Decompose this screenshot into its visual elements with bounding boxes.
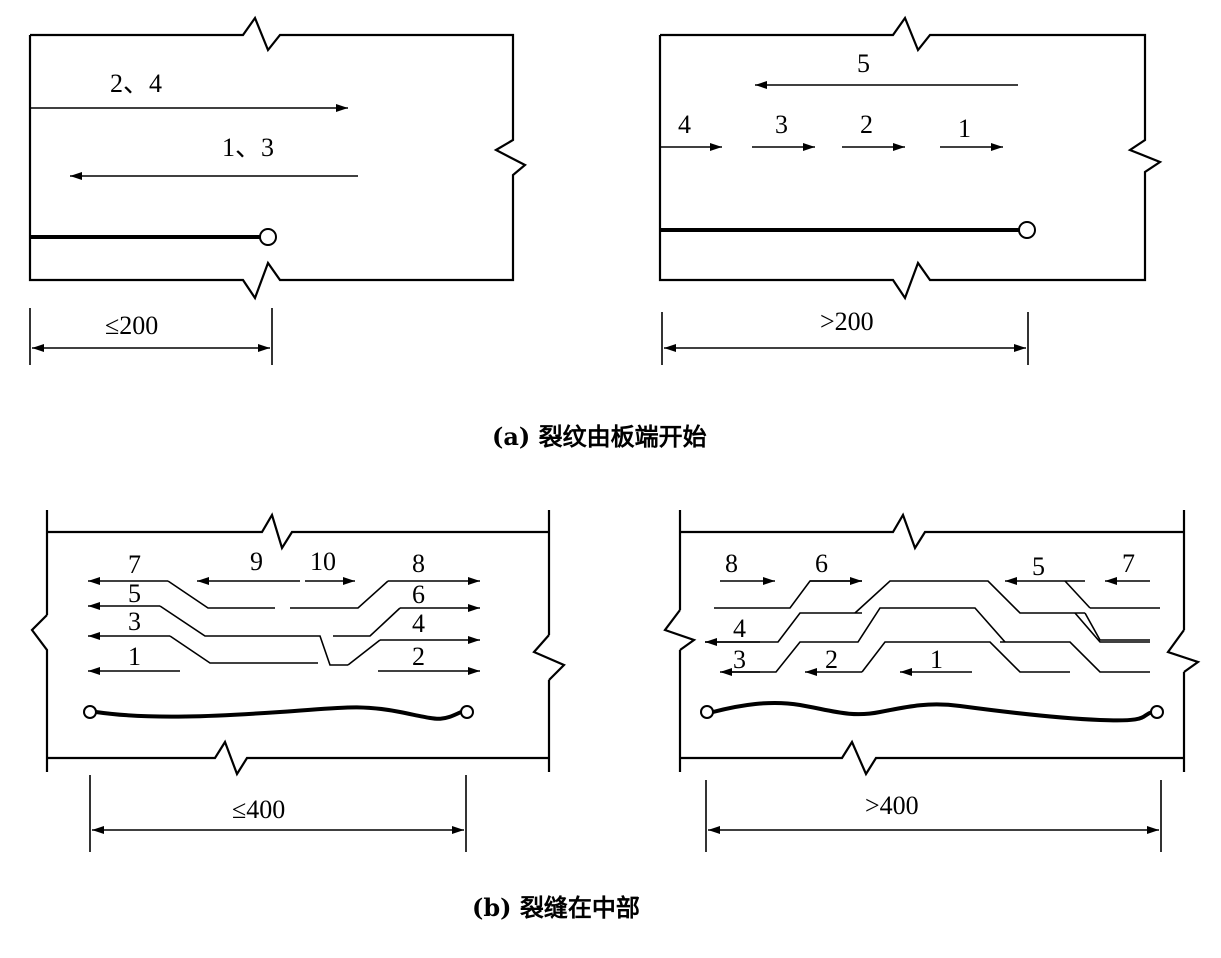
pass-label: 8 xyxy=(725,549,738,578)
plate-bottom-edge xyxy=(680,739,1184,777)
pass-label: 6 xyxy=(815,549,828,578)
break-mark xyxy=(30,614,49,664)
pass-label: 2 xyxy=(860,110,873,139)
pass-label: 2、4 xyxy=(110,69,162,98)
weld-pass-path xyxy=(159,605,348,666)
plate-bottom-edge xyxy=(47,739,549,777)
break-mark xyxy=(663,609,697,651)
crack-end-hole xyxy=(1018,221,1036,239)
weld-pass-path xyxy=(1074,612,1150,643)
weld-pass-path xyxy=(705,612,862,643)
pass-label: 1 xyxy=(958,114,971,143)
crack-end-hole xyxy=(700,705,714,719)
plate-top-edge xyxy=(680,512,1184,551)
panel-b-left: 7 9 10 8 5 6 3 4 1 2 ≤400 xyxy=(30,510,566,852)
weld-pass-path xyxy=(1064,580,1091,609)
pass-label: 7 xyxy=(1122,549,1135,578)
pass-label: 3 xyxy=(775,110,788,139)
crack-line xyxy=(95,705,462,721)
dimension-label: ≤200 xyxy=(105,311,158,340)
pass-label: 6 xyxy=(412,580,425,609)
pass-label: 10 xyxy=(310,547,336,576)
pass-label: 5 xyxy=(128,579,141,608)
crack-end-hole xyxy=(259,228,277,246)
crack-end-hole xyxy=(83,705,97,719)
weld-pass-path xyxy=(290,580,389,609)
dimension-label: >400 xyxy=(865,791,919,820)
plate-outline xyxy=(658,15,1163,301)
pass-label: 2 xyxy=(412,642,425,671)
weld-pass-path xyxy=(169,635,318,664)
pass-label: 4 xyxy=(733,614,746,643)
weld-pass-path xyxy=(347,639,381,666)
pass-label: 9 xyxy=(250,547,263,576)
pass-label: 3 xyxy=(128,607,141,636)
pass-label: 4 xyxy=(412,609,425,638)
pass-label: 1、3 xyxy=(222,133,274,162)
pass-label: 7 xyxy=(128,550,141,579)
weld-pass-path xyxy=(167,580,275,609)
pass-label: 8 xyxy=(412,549,425,578)
break-mark xyxy=(1166,629,1201,673)
weld-pass-path xyxy=(714,580,862,609)
panel-a-right: 5 4 3 2 1 >200 xyxy=(658,15,1163,365)
caption-a: (a) 裂纹由板端开始 xyxy=(492,422,707,451)
weld-pass-path xyxy=(854,580,1085,614)
plate-outline xyxy=(28,15,527,301)
weld-pass-path xyxy=(1000,641,1150,673)
pass-label: 4 xyxy=(678,110,691,139)
pass-label: 2 xyxy=(825,645,838,674)
break-mark xyxy=(532,634,566,681)
weld-pass-path xyxy=(1084,612,1150,641)
panel-a-left: 2、4 1、3 ≤200 xyxy=(28,15,527,365)
caption-b: (b) 裂缝在中部 xyxy=(472,893,640,922)
dimension-label: ≤400 xyxy=(232,795,285,824)
plate-top-edge xyxy=(47,512,549,551)
crack-line xyxy=(712,700,1153,723)
crack-end-hole xyxy=(1150,705,1164,719)
weld-pass-path xyxy=(333,607,401,637)
pass-label: 1 xyxy=(930,645,943,674)
weld-pass-path xyxy=(861,641,1070,673)
crack-end-hole xyxy=(460,705,474,719)
pass-label: 5 xyxy=(857,49,870,78)
pass-label: 1 xyxy=(128,642,141,671)
pass-label: 3 xyxy=(733,645,746,674)
panel-b-right: 8 6 5 7 4 3 2 1 >400 xyxy=(663,510,1201,852)
pass-label: 5 xyxy=(1032,552,1045,581)
dimension-label: >200 xyxy=(820,307,874,336)
weld-pass-path xyxy=(722,607,1006,673)
